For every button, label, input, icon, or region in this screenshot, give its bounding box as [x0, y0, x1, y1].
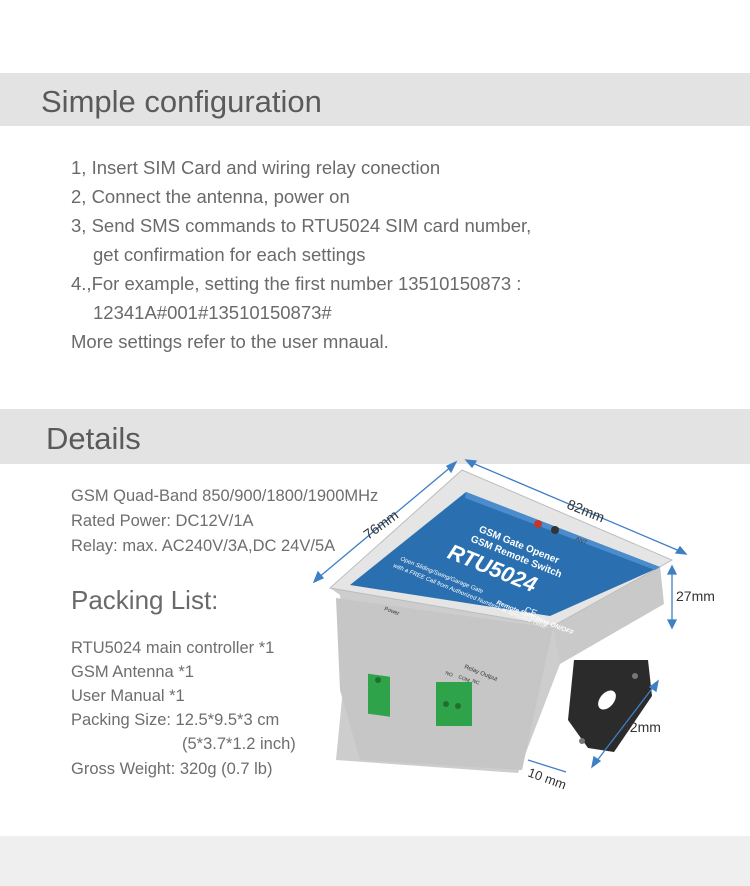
config-note: More settings refer to the user mnaual.: [71, 331, 389, 352]
config-step-3: 3, Send SMS commands to RTU5024 SIM card…: [71, 215, 532, 236]
config-step-4: 4.,For example, setting the first number…: [71, 273, 522, 294]
relay-pin-com: COM: [457, 674, 470, 684]
packing-weight: Gross Weight: 320g (0.7 lb): [71, 760, 273, 778]
ce-mark: CE: [523, 605, 538, 619]
dim-bracket-label: 42mm: [622, 719, 661, 735]
details-title: Details: [46, 421, 141, 456]
config-header-band: [0, 73, 750, 126]
led-dark: [551, 526, 559, 534]
dim-flange-label: 10 mm: [526, 765, 568, 793]
case-right-side: [553, 566, 664, 664]
packing-item-antenna: GSM Antenna *1: [71, 663, 194, 681]
packing-size: Packing Size: 12.5*9.5*3 cm: [71, 711, 280, 729]
packing-item-manual: User Manual *1: [71, 687, 185, 705]
blue-panel: [350, 492, 660, 616]
spec-rated-power: Rated Power: DC12V/1A: [71, 512, 254, 530]
led-red: [534, 520, 542, 528]
footer-band: [0, 836, 750, 886]
dim-height-label: 27mm: [676, 588, 715, 604]
dim-line-width: [469, 461, 683, 553]
power-terminal: Power: [368, 606, 400, 717]
ant-label: ANT: [574, 536, 588, 546]
config-step-3-cont: get confirmation for each settings: [93, 244, 366, 265]
details-header-band: [0, 409, 750, 464]
config-title: Simple configuration: [41, 84, 322, 119]
power-label: Power: [383, 606, 400, 617]
packing-size-inch: (5*3.7*1.2 inch): [182, 735, 296, 753]
config-step-2: 2, Connect the antenna, power on: [71, 186, 350, 207]
mounting-bracket: [568, 660, 652, 752]
relay-pin-no: NO: [444, 670, 453, 678]
packing-title: Packing List:: [71, 585, 219, 615]
relay-pin-nc: NC: [471, 678, 480, 686]
dim-line-depth: [317, 465, 453, 579]
config-step-1: 1, Insert SIM Card and wiring relay cone…: [71, 157, 441, 178]
spec-gsm-band: GSM Quad-Band 850/900/1800/1900MHz: [71, 487, 379, 505]
packing-item-controller: RTU5024 main controller *1: [71, 639, 275, 657]
config-step-4-command: 12341A#001#13510150873#: [93, 302, 332, 323]
dim-line-bracket: [595, 685, 655, 763]
dim-line-flange: [527, 759, 567, 773]
spec-relay: Relay: max. AC240V/3A,DC 24V/5A: [71, 537, 336, 555]
